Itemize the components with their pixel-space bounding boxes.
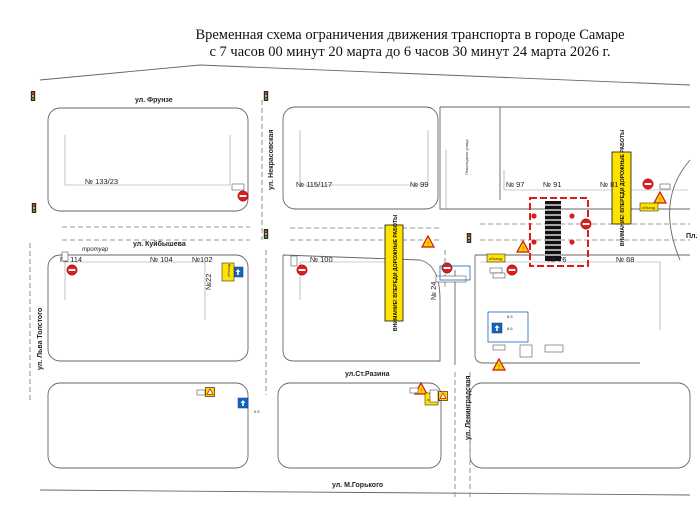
sign-plates xyxy=(61,183,671,403)
house-97: № 97 xyxy=(506,180,524,189)
sign-label-86: 8.6 xyxy=(507,326,513,331)
direction-sign-icon xyxy=(491,322,503,334)
street-label-m-gorkogo: ул. М.Горького xyxy=(332,482,383,489)
street-label-frunze: ул. Фрунзе xyxy=(135,97,173,104)
warning-triangle-icon xyxy=(516,240,530,254)
street-label-leninogradskaya: ул. Ленинградская xyxy=(465,375,472,440)
house-114: № 114 xyxy=(60,255,82,264)
warning-triangle-icon xyxy=(653,191,667,205)
street-label-pl: Пл. xyxy=(686,233,697,240)
street-label-lva-tolstogo: ул. Льва Толстого xyxy=(37,308,44,370)
traffic-light-icon xyxy=(263,229,269,239)
house-91: № 91 xyxy=(543,180,561,189)
detour-label: объезд xyxy=(642,205,656,210)
map-title-line-1: Временная схема ограничения движения тра… xyxy=(195,27,625,43)
detour-sign-right: объезд xyxy=(639,202,659,212)
house-102: №102 xyxy=(192,255,213,264)
works-banner-text-right: ВНИМАНИЕ! ВПЕРЕДИ ДОРОЖНЫЕ РАБОТЫ xyxy=(620,130,626,246)
sign-label-85: 8.5 xyxy=(507,314,513,319)
house-99: № 99 xyxy=(410,180,428,189)
route-outline xyxy=(439,265,529,343)
detour-sign-left: объезд xyxy=(221,262,235,282)
house-81: № 81 xyxy=(600,180,618,189)
no-entry-sign-icon xyxy=(642,178,654,190)
no-entry-sign-icon xyxy=(66,264,78,276)
map-title-line-2: с 7 часов 00 минут 20 марта до 6 часов 3… xyxy=(209,44,611,60)
warning-triangle-icon xyxy=(492,358,506,372)
street-label-kuibysheva: ул. Куйбышева xyxy=(133,240,186,248)
detour-label: объезд xyxy=(226,263,231,277)
direction-sign-icon xyxy=(232,266,244,278)
detour-sign-center: объезд xyxy=(486,253,506,263)
sign-label-55: 5.5 xyxy=(254,409,260,414)
crosswalk-lines xyxy=(29,100,690,500)
traffic-light-icon xyxy=(466,233,472,243)
no-entry-sign-icon xyxy=(506,264,518,276)
house-24: № 24 xyxy=(429,282,438,300)
street-label-st-razina: ул.Ст.Разина xyxy=(345,371,390,378)
works-banner-right: ВНИМАНИЕ! ВПЕРЕДИ ДОРОЖНЫЕ РАБОТЫ xyxy=(611,130,632,246)
sidewalk-label: тротуар xyxy=(82,247,109,253)
street-outlines xyxy=(39,64,691,496)
house-68: № 68 xyxy=(616,255,634,264)
traffic-light-icon xyxy=(31,203,37,213)
pedestrian-street-label: Пешеходная улица xyxy=(464,139,469,175)
road-works-zone xyxy=(529,197,589,267)
traffic-light-icon xyxy=(263,91,269,101)
house-104: № 104 xyxy=(150,255,173,264)
no-entry-sign-icon xyxy=(580,218,592,230)
building-outlines xyxy=(64,130,688,330)
barrier-markers xyxy=(531,213,575,245)
detour-label: объезд xyxy=(489,256,503,261)
works-banner-center: ВНИМАНИЕ! ВПЕРЕДИ ДОРОЖНЫЕ РАБОТЫ xyxy=(384,215,404,331)
house-22: №22 xyxy=(204,274,213,290)
no-entry-sign-icon xyxy=(441,262,453,274)
road-narrows-sign-icon xyxy=(205,387,215,397)
house-100: № 100 xyxy=(310,255,333,264)
direction-sign-icon xyxy=(237,397,249,409)
no-entry-sign-icon xyxy=(237,190,249,202)
house-133: № 133/23 xyxy=(85,177,118,186)
works-banner-text: ВНИМАНИЕ! ВПЕРЕДИ ДОРОЖНЫЕ РАБОТЫ xyxy=(393,215,399,331)
warning-triangle-icon xyxy=(421,235,435,249)
house-115: № 115/117 xyxy=(296,180,332,189)
house-76: № 76 xyxy=(548,255,566,264)
street-label-nekrasovskaya: ул. Некрасовская xyxy=(268,130,275,190)
traffic-light-icon xyxy=(30,91,36,101)
no-entry-sign-icon xyxy=(296,264,308,276)
